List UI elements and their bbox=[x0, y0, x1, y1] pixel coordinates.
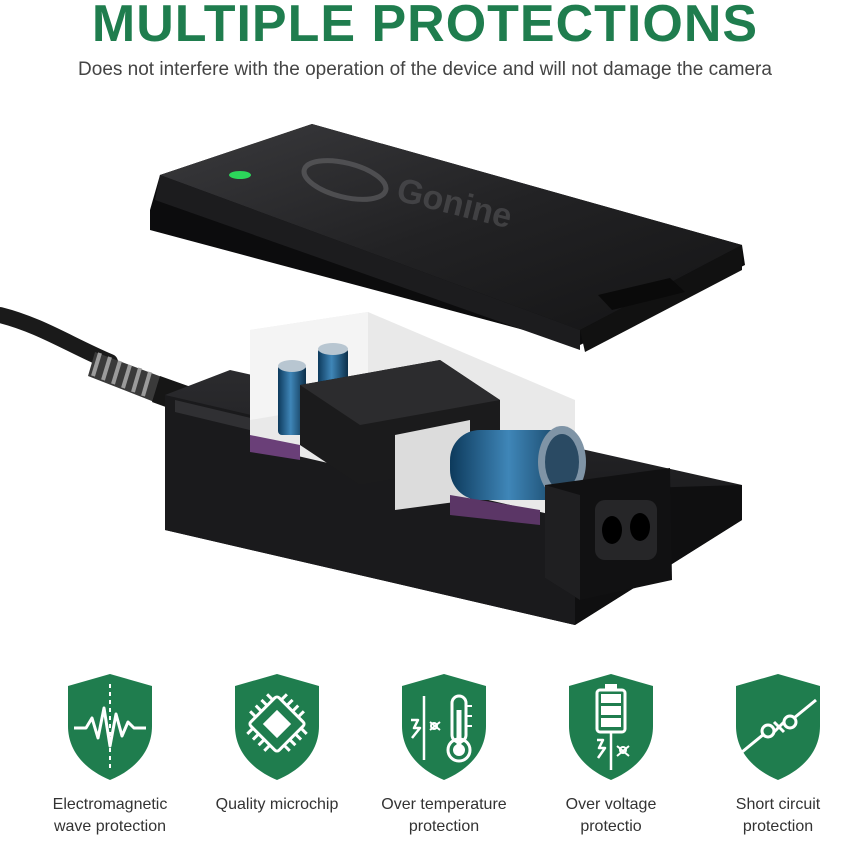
thermometer-icon bbox=[402, 674, 486, 780]
microchip-icon bbox=[235, 674, 319, 780]
circuit-board bbox=[250, 312, 586, 525]
feature-electromagnetic: Electromagnetic wave protection bbox=[26, 670, 194, 838]
short-circuit-icon bbox=[736, 674, 820, 780]
feature-label: Over voltage protectio bbox=[565, 796, 657, 835]
feature-label: Quality microchip bbox=[215, 796, 339, 813]
power-adapter-illustration: Gonine bbox=[0, 124, 745, 625]
battery-icon bbox=[569, 674, 653, 780]
feature-over-voltage: Over voltage protectio bbox=[527, 670, 695, 838]
feature-short-circuit: Short circuit protection bbox=[694, 670, 850, 838]
top-lid: Gonine bbox=[150, 124, 745, 352]
feature-over-temperature: Over temperature protection bbox=[360, 670, 528, 838]
page-title: MULTIPLE PROTECTIONS bbox=[91, 0, 759, 53]
electromagnetic-wave-icon bbox=[68, 674, 152, 780]
status-led bbox=[229, 171, 251, 179]
feature-label: Over temperature protection bbox=[381, 796, 507, 835]
power-cable bbox=[0, 307, 118, 370]
page-subtitle: Does not interfere with the operation of… bbox=[78, 59, 772, 80]
ac-inlet bbox=[545, 468, 672, 600]
feature-label: Electromagnetic wave protection bbox=[52, 796, 168, 835]
feature-microchip: Quality microchip bbox=[193, 670, 361, 816]
feature-label: Short circuit protection bbox=[735, 796, 821, 835]
protection-features: Electromagnetic wave protection Quality … bbox=[0, 670, 850, 851]
